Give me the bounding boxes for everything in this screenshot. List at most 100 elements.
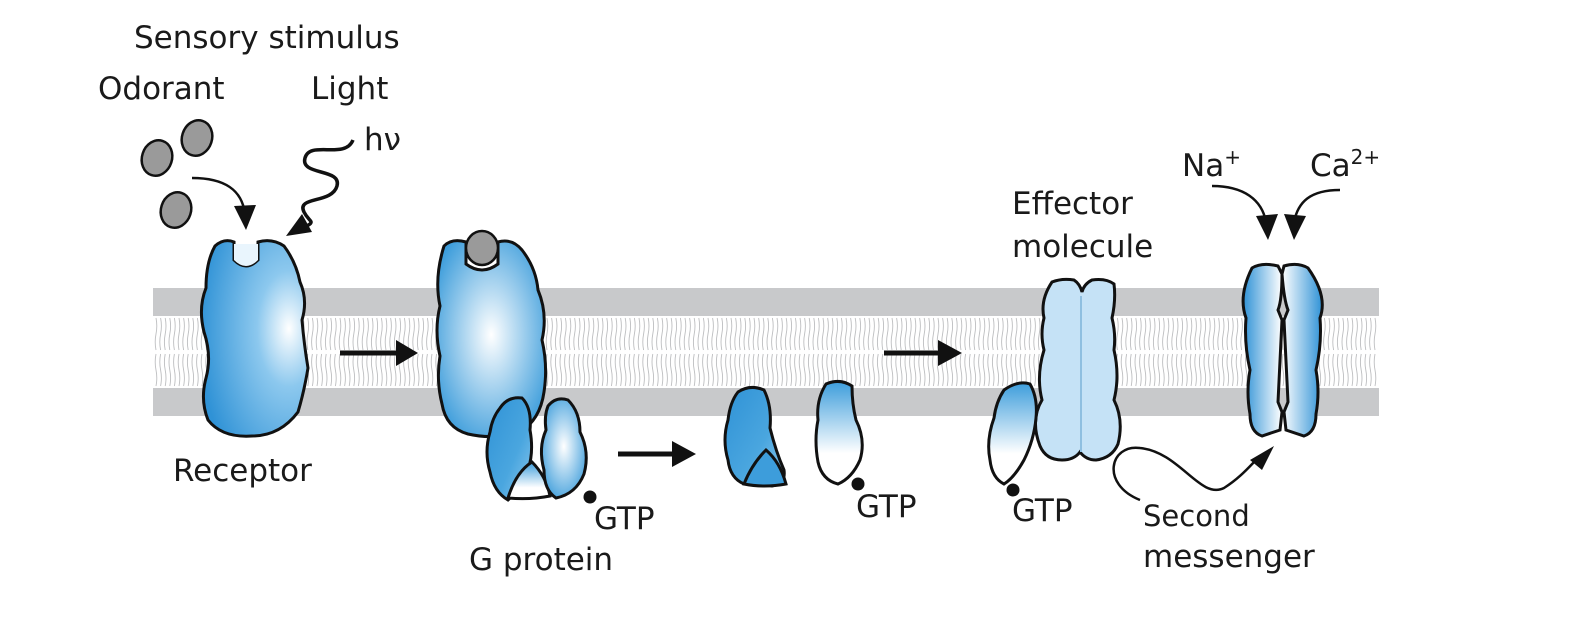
lipid-tail (853, 353, 857, 387)
lipid-tail (725, 353, 728, 387)
lipid-tail (407, 353, 411, 387)
lipid-tail (849, 353, 852, 387)
lipid-tail (660, 353, 664, 387)
lipid-tail (329, 353, 333, 387)
lipid-tail (407, 317, 411, 351)
lipid-tail (780, 317, 783, 351)
lipid-tail (545, 317, 549, 351)
lipid-tail (890, 353, 894, 387)
lipid-tail (380, 317, 383, 351)
lipid-tail (182, 353, 185, 387)
lipid-tail (380, 353, 383, 387)
light-wave-arrow (299, 139, 355, 232)
lipid-tail (656, 317, 659, 351)
lipid-tail (794, 317, 797, 351)
lipid-tail (679, 353, 682, 387)
lipid-tail (154, 317, 158, 351)
lipid-tail (1143, 317, 1147, 351)
lipid-tail (1185, 317, 1188, 351)
lipid-tail (1024, 317, 1027, 351)
lipid-tail (909, 353, 912, 387)
lipid-tail (665, 317, 668, 351)
lipid-tail (656, 353, 659, 387)
lipid-tail (807, 353, 811, 387)
lipid-tail (352, 353, 356, 387)
step-arrow-1-head (396, 340, 418, 366)
lipid-tail (347, 317, 351, 351)
label-molecule: molecule (1012, 229, 1153, 265)
lipid-tail (715, 317, 719, 351)
lipid-tail (163, 317, 167, 351)
label-sensory-stimulus: Sensory stimulus (134, 20, 400, 56)
lipid-tail (771, 317, 774, 351)
lipid-tail (651, 353, 655, 387)
lipid-tail (1336, 353, 1340, 387)
lipid-tail (890, 317, 894, 351)
lipid-tail (577, 353, 581, 387)
g-beta-subunit (539, 397, 588, 500)
lipid-tail (932, 317, 935, 351)
lipid-tail (352, 317, 356, 351)
lipid-tail (991, 317, 995, 351)
lipid-tail (734, 317, 737, 351)
ion-channel (1241, 262, 1324, 438)
odorant-molecules (140, 119, 214, 229)
lipid-tail (959, 317, 963, 351)
label-na-base: Na (1182, 148, 1224, 184)
lipid-tail (315, 353, 319, 387)
lipid-tail (1244, 353, 1248, 387)
lipid-tail (320, 353, 323, 387)
lipid-tail (1212, 317, 1216, 351)
lipid-tail (692, 317, 696, 351)
lipid-tail (610, 317, 613, 351)
lipid-tail (1221, 353, 1225, 387)
lipid-tail (674, 317, 678, 351)
lipid-tail (366, 317, 369, 351)
lipid-tail (1166, 317, 1170, 351)
label-light: Light (311, 71, 388, 107)
lipid-tail (1033, 353, 1036, 387)
lipid-tail (186, 317, 190, 351)
lipid-tail (1346, 317, 1349, 351)
gtp-dot (851, 477, 865, 491)
lipid-tail (720, 353, 724, 387)
lipid-tail (987, 317, 990, 351)
lipid-tail (642, 317, 645, 351)
lipid-tail (904, 353, 908, 387)
lipid-tail (932, 353, 935, 387)
lipid-tail (1166, 353, 1170, 387)
odorant-molecule (159, 191, 193, 229)
odorant-molecule (140, 139, 174, 177)
lipid-tail (1010, 317, 1013, 351)
lipid-tail (886, 353, 889, 387)
lipid-tail (1350, 353, 1354, 387)
lipid-tail (600, 317, 604, 351)
lipid-tail (743, 353, 747, 387)
lipid-tail (568, 317, 572, 351)
lipid-tail (1203, 317, 1207, 351)
lipid-tail (752, 317, 756, 351)
lipid-tail (596, 317, 599, 351)
lipid-tail (1116, 317, 1119, 351)
lipid-tail (766, 317, 770, 351)
lipid-tail (384, 317, 388, 351)
lipid-tail (922, 317, 926, 351)
lipid-tail (1010, 353, 1013, 387)
lipid-tail (830, 317, 834, 351)
label-gtp-2: GTP (856, 489, 917, 525)
bound-odorant (464, 229, 500, 267)
lipid-tail (1369, 317, 1372, 351)
lipid-tail (1129, 353, 1133, 387)
lipid-tail (430, 317, 434, 351)
lipid-tail (964, 317, 967, 351)
lipid-tail (375, 317, 379, 351)
lipid-tail (1120, 317, 1124, 351)
label-hv: hν (364, 122, 401, 158)
lipid-tail (849, 317, 852, 351)
lipid-tail (623, 353, 627, 387)
lipid-tail (688, 317, 691, 351)
lipid-tail (1226, 317, 1230, 351)
lipid-tail (605, 317, 609, 351)
lipid-tail (393, 317, 397, 351)
lipid-tail (766, 353, 770, 387)
